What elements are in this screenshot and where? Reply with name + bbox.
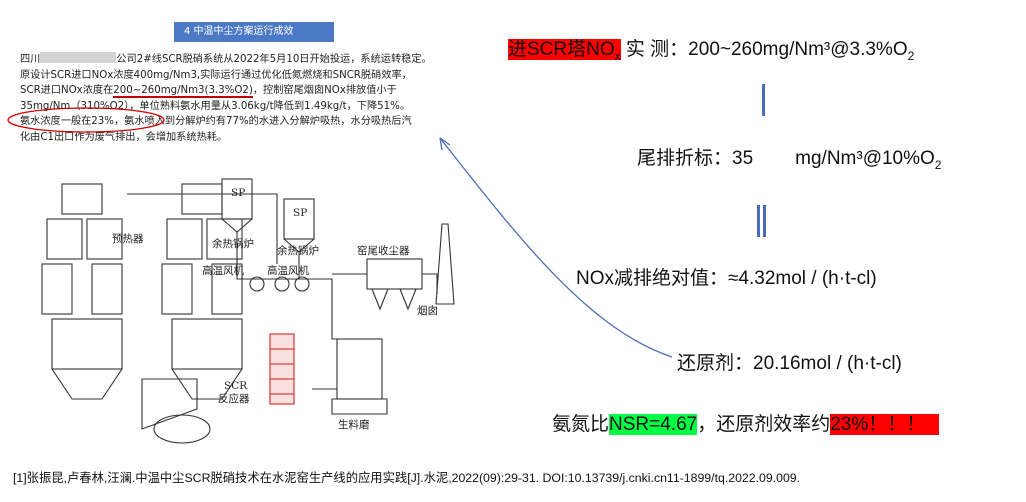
excerpt-line-3: SCR进口NOx浓度在200~260mg/Nm3(3.3%O2)，控制窑尾烟囱N… (20, 85, 397, 99)
equals-bar-left-icon (757, 205, 760, 237)
reductant-line: 还原剂：20.16mol / (h·t-cl) (677, 353, 902, 374)
red-circle-annotation (7, 107, 165, 133)
excerpt-paragraph: 四川公司2#线SCR脱硝系统从2022年5月10日开始投运，系统运转稳定。 原设… (20, 52, 476, 146)
label-sp-1: SP (231, 187, 245, 199)
label-raw-mill: 生料磨 (338, 418, 370, 431)
label-boiler-2: 余热锅炉 (277, 244, 319, 257)
underlined-range: 200~260mg/Nm3(3.3%O2) (113, 85, 253, 99)
down-arrow-icon (762, 84, 765, 116)
nox-reduction-line: NOx减排绝对值：≈4.32mol / (h·t-cl) (576, 268, 877, 289)
label-sp-2: SP (293, 207, 307, 219)
excerpt-line-4: 35mg/Nm（310%O2），单位熟料氨水用量从3.06kg/t降低到1.49… (20, 100, 411, 112)
paper-excerpt: 4 中温中尘方案运行成效 四川公司2#线SCR脱硝系统从2022年5月10日开始… (12, 14, 482, 444)
label-fan-2: 高温风机 (267, 264, 309, 277)
label-boiler-1: 余热锅炉 (212, 237, 254, 250)
section-title: 4 中温中尘方案运行成效 (174, 22, 334, 42)
excerpt-line-1: 四川公司2#线SCR脱硝系统从2022年5月10日开始投运，系统运转稳定。 (20, 52, 432, 65)
highlight-nsr: NSR=4.67 (609, 414, 698, 435)
circled-emission-value: 35mg/Nm（310%O2） (20, 100, 130, 112)
excerpt-line-2: 原设计SCR进口NOx浓度400mg/Nm3,实际运行通过优化低氮燃烧和SNCR… (20, 69, 412, 81)
arrow-head-icon (439, 137, 451, 151)
label-reactor: 反应器 (218, 392, 250, 405)
label-dust-collector: 窑尾收尘器 (357, 244, 410, 257)
process-flow-svg: 预热器 SP SP 余热锅炉 余热锅炉 高温风机 高温风机 窑尾收尘器 烟囱 S… (41, 178, 455, 444)
highlight-efficiency: 23%！！！ (830, 414, 940, 435)
label-chimney: 烟囱 (417, 304, 438, 317)
scr-inlet-line: 进SCR塔NOx 实 测：200~260mg/Nm³@3.3%O2 (508, 39, 915, 63)
equals-bar-right-icon (763, 205, 766, 237)
nsr-efficiency-line: 氨氮比NSR=4.67，还原剂效率约23%！！！ (552, 409, 940, 436)
redacted-name (40, 52, 117, 63)
highlight-scr-nox: 进SCR塔NOx (508, 39, 621, 63)
label-scr: SCR (224, 380, 248, 392)
label-fan-1: 高温风机 (202, 264, 244, 277)
process-flow-diagram: 预热器 SP SP 余热锅炉 余热锅炉 高温风机 高温风机 窑尾收尘器 烟囱 S… (12, 174, 482, 444)
excerpt-line-6: 化由C1出口作为废气排出，会增加系统热耗。 (20, 131, 228, 143)
label-preheater: 预热器 (112, 232, 144, 245)
excerpt-line-5: 氨水浓度一般在23%，氨水喷入到分解炉约有77%的水进入分解炉吸热，水分吸热后汽 (20, 116, 412, 128)
reference-citation: [1]张振昆,卢春林,汪澜.中温中尘SCR脱硝技术在水泥窑生产线的应用实践[J]… (13, 471, 801, 485)
pointer-arrow-line (439, 137, 673, 358)
